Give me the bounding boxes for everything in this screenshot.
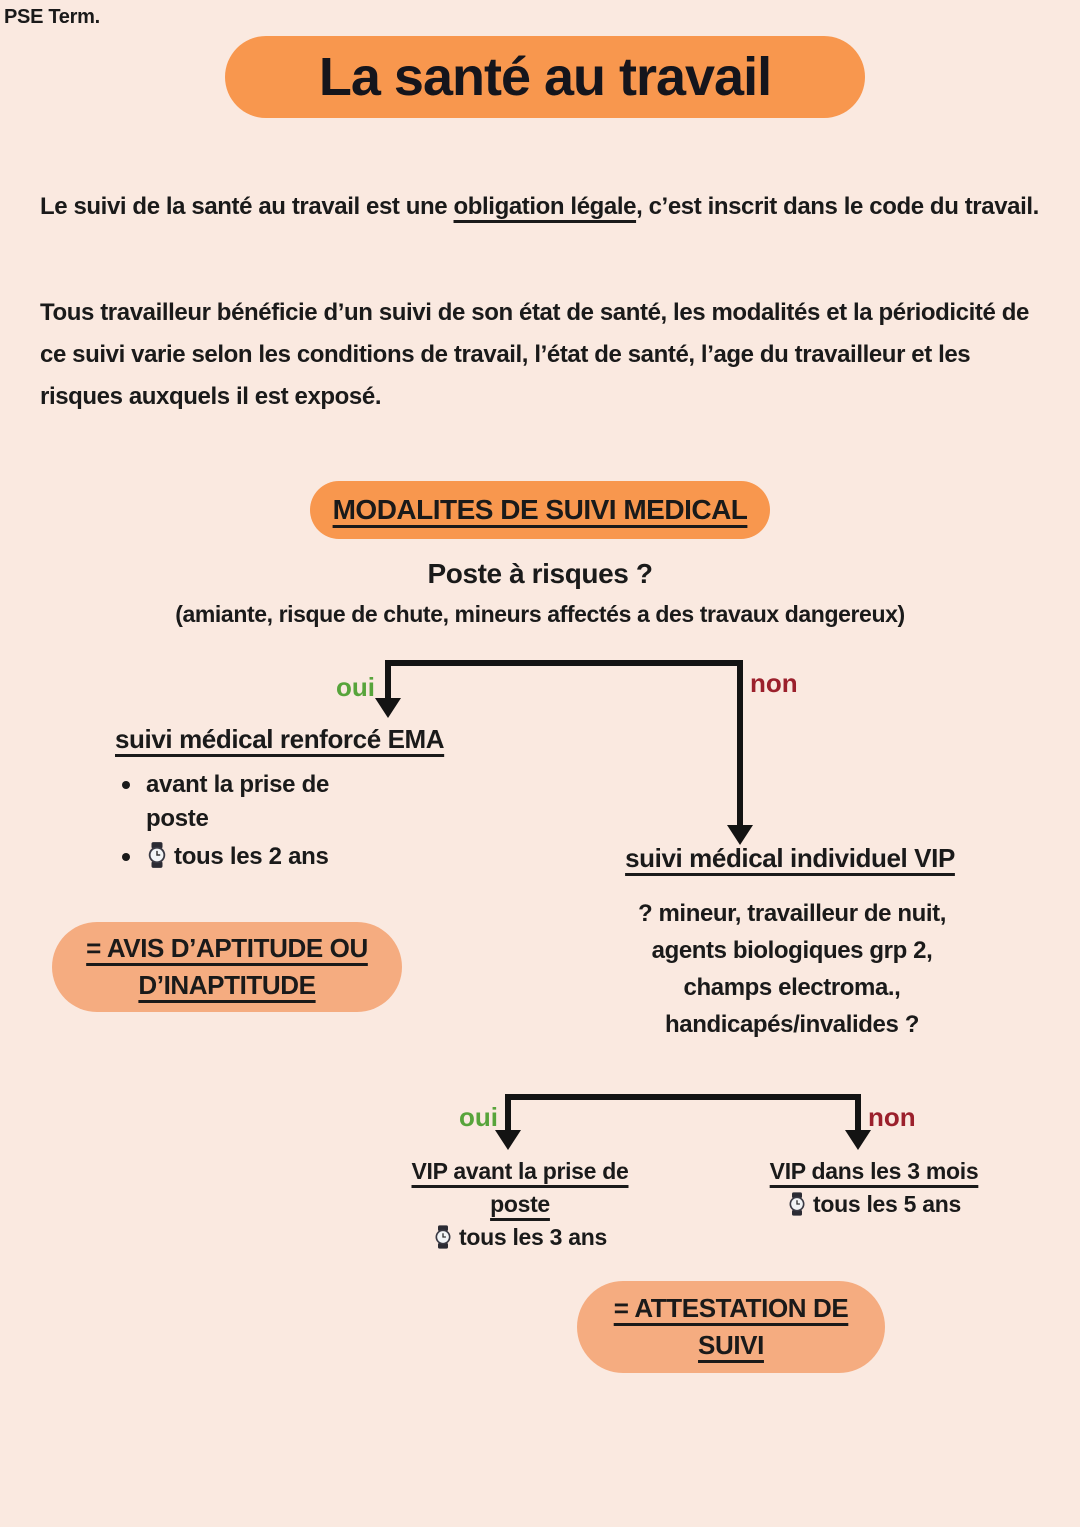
root-question: Poste à risques ?: [427, 558, 653, 589]
vip-yes-result: VIP avant la prise de poste tous les 3 a…: [390, 1155, 650, 1254]
vip-yes-result-period: tous les 3 ans: [390, 1221, 650, 1254]
vip-no-result-period: tous les 5 ans: [742, 1188, 1006, 1221]
vip-no-result: VIP dans les 3 mois tous les 5 ans: [742, 1155, 1006, 1221]
intro-paragraph-2: Tous travailleur bénéficie d’un suivi de…: [40, 299, 1029, 410]
ema-bullet2-label: tous les 2 ans: [174, 843, 329, 870]
attestation-result-line1: = ATTESTATION DE: [613, 1293, 849, 1323]
branch2-no-label: non: [868, 1102, 916, 1132]
branch1-no-arrowhead-icon: [727, 825, 753, 845]
vip-no-period-label: tous les 5 ans: [813, 1191, 961, 1217]
page-title: La santé au travail: [318, 47, 772, 107]
branch1-horizontal-line: [385, 660, 743, 666]
intro-p1-underlined-term: obligation légale: [453, 193, 637, 220]
bullet-dot: [122, 781, 130, 789]
intro-p1-text-end: , c’est inscrit dans le code du travail.: [636, 193, 1039, 220]
vip-yes-period-label: tous les 3 ans: [459, 1224, 607, 1250]
ema-bullet1-text: avant la prise de poste: [146, 771, 329, 832]
root-question-detail: (amiante, risque de chute, mineurs affec…: [175, 601, 905, 627]
vip-yes-result-line2: poste: [490, 1191, 550, 1217]
vip-question-line: ? mineur, travailleur de nuit,: [637, 900, 947, 927]
section-title-pill: MODALITES DE SUIVI MEDICAL: [310, 481, 770, 539]
course-label: PSE Term.: [4, 6, 100, 28]
vip-question-line: handicapés/invalides ?: [665, 1011, 919, 1038]
branch1-no-label: non: [750, 668, 798, 698]
list-item: tous les 2 ans: [118, 840, 358, 874]
vip-no-result-line1: VIP dans les 3 mois: [769, 1158, 979, 1184]
vip-title-text: suivi médical individuel VIP: [625, 843, 955, 873]
list-item: avant la prise de poste: [118, 768, 358, 836]
vip-question-line: agents biologiques grp 2,: [651, 937, 933, 964]
ema-bullet-list: avant la prise de poste tous les 2 ans: [118, 768, 358, 878]
attestation-result-pill: = ATTESTATION DE SUIVI: [577, 1281, 885, 1373]
intro-paragraph-1: Le suivi de la santé au travail est une …: [40, 186, 1045, 228]
section-title: MODALITES DE SUIVI MEDICAL: [332, 494, 748, 525]
bullet-dot: [122, 853, 130, 861]
branch2-horizontal-line: [505, 1094, 861, 1100]
branch1-yes-arrowhead-icon: [375, 698, 401, 718]
branch2-no-arrowhead-icon: [845, 1130, 871, 1150]
branch1-yes-arrow-line: [385, 660, 391, 700]
vip-question: ? mineur, travailleur de nuit, agents bi…: [582, 895, 1002, 1043]
branch2-yes-label: oui: [459, 1102, 498, 1132]
branch1-no-arrow-line: [737, 660, 743, 827]
watch-icon: [435, 1225, 451, 1249]
ema-bullet2-text: tous les 2 ans: [146, 840, 331, 874]
aptitude-result-pill: = AVIS D’APTITUDE OU D’INAPTITUDE: [52, 922, 402, 1012]
branch2-yes-arrow-line: [505, 1094, 511, 1132]
branch2-yes-arrowhead-icon: [495, 1130, 521, 1150]
page-title-pill: La santé au travail: [225, 36, 865, 118]
branch2-no-arrow-line: [855, 1094, 861, 1132]
ema-title: suivi médical renforcé EMA: [115, 724, 445, 754]
vip-question-line: champs electroma.,: [683, 974, 901, 1001]
watch-icon: [789, 1192, 805, 1216]
attestation-result-line2: SUIVI: [698, 1330, 764, 1360]
vip-yes-result-line1: VIP avant la prise de: [411, 1158, 629, 1184]
watch-icon: [148, 842, 166, 868]
intro-p1-text: Le suivi de la santé au travail est une: [40, 193, 454, 220]
aptitude-result-line1: = AVIS D’APTITUDE OU: [86, 933, 368, 963]
aptitude-result-line2: D’INAPTITUDE: [138, 970, 316, 1000]
vip-title: suivi médical individuel VIP: [590, 843, 990, 874]
branch1-yes-label: oui: [336, 672, 375, 702]
